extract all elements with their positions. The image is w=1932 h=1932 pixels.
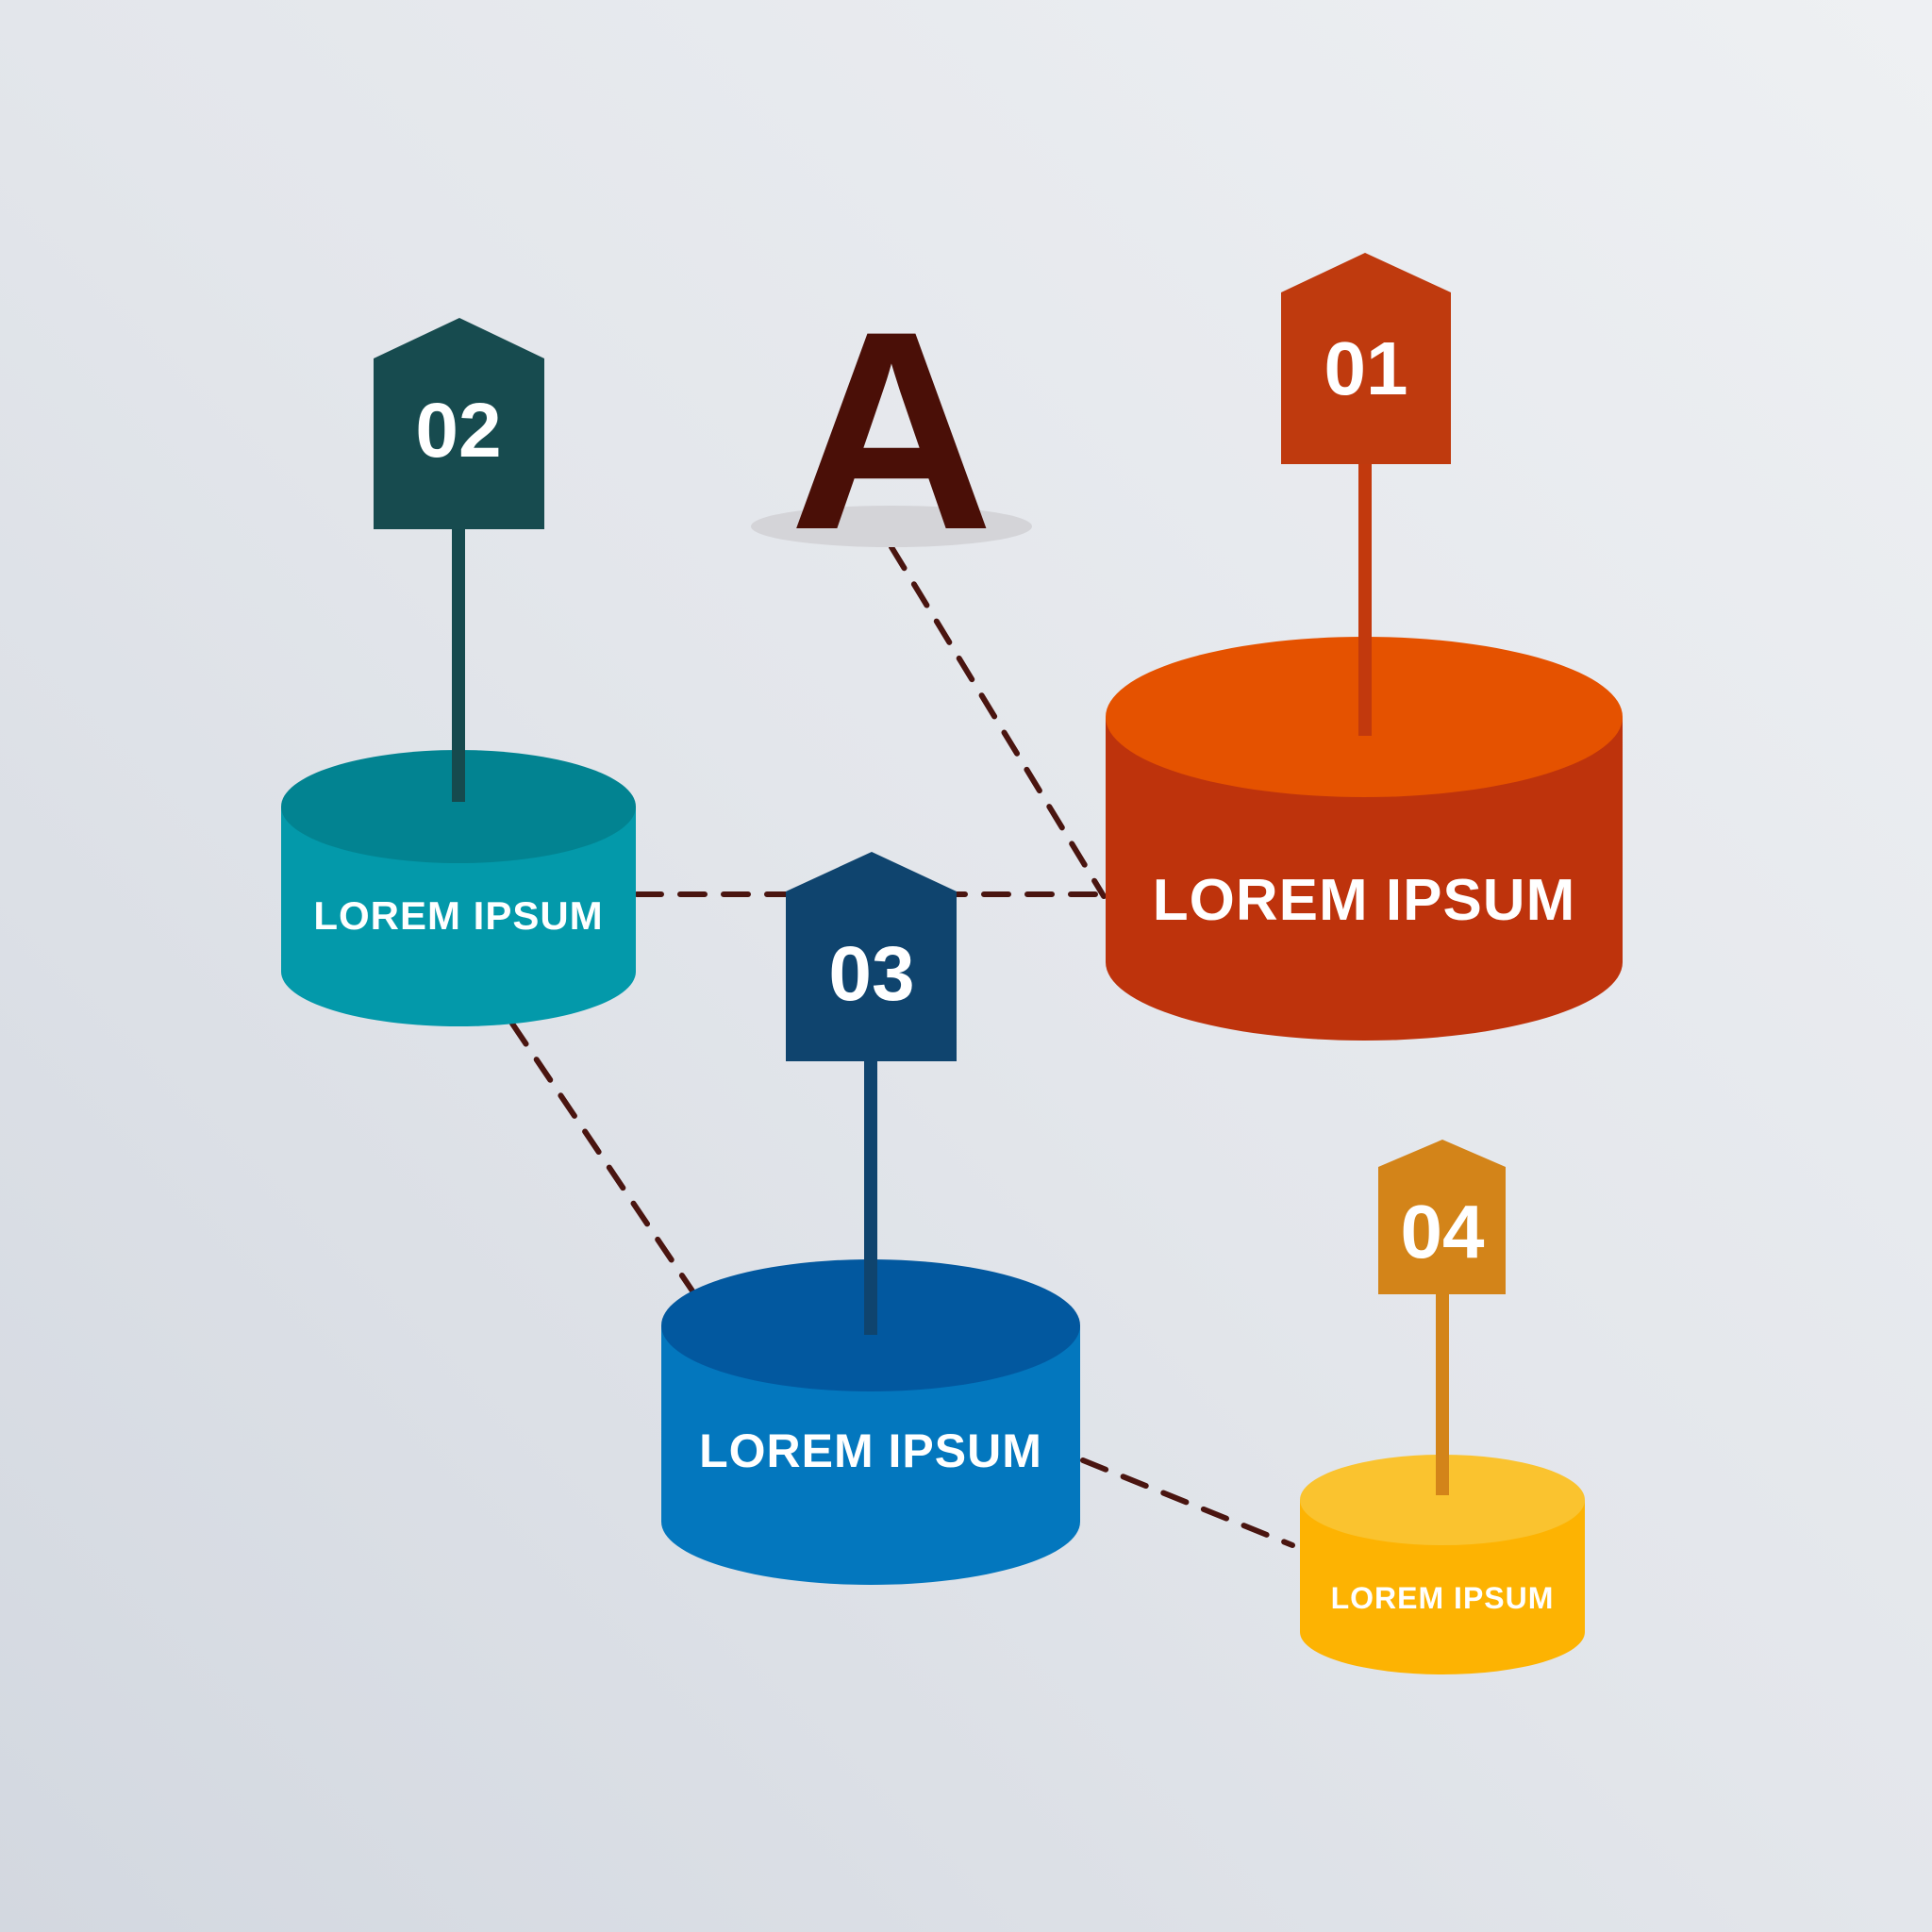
node-04-cylinder-side	[1300, 1500, 1585, 1674]
node-03-pole	[864, 1057, 877, 1335]
node-01-number: 01	[1324, 326, 1408, 410]
node-02-number: 02	[415, 388, 501, 474]
node-04: 04 LOREM IPSUM	[1300, 1140, 1585, 1674]
node-03-flag	[786, 852, 957, 1061]
node-02-cylinder-side	[281, 807, 636, 1026]
node-02-flag	[374, 318, 544, 529]
node-03-label: LOREM IPSUM	[699, 1424, 1042, 1477]
node-03: 03 LOREM IPSUM	[661, 852, 1080, 1585]
node-02-pole	[452, 524, 465, 802]
node-04-cylinder-top	[1300, 1455, 1585, 1545]
node-01-pole	[1358, 453, 1372, 736]
center-letter-group: A	[751, 272, 1032, 589]
node-04-label: LOREM IPSUM	[1331, 1581, 1555, 1615]
node-03-cylinder-side	[661, 1325, 1080, 1585]
node-02: 02 LOREM IPSUM	[281, 318, 636, 1026]
node-02-cylinder-top	[281, 750, 636, 863]
connector-letter-to-01	[889, 544, 1107, 899]
node-04-flag	[1378, 1140, 1506, 1294]
connector-02-to-03	[509, 1021, 696, 1295]
node-01-label: LOREM IPSUM	[1153, 868, 1575, 933]
node-04-pole	[1436, 1288, 1449, 1495]
letter-shadow	[751, 506, 1032, 547]
node-01-flag	[1281, 253, 1451, 464]
node-02-label: LOREM IPSUM	[313, 893, 603, 938]
node-01: 01 LOREM IPSUM	[1106, 253, 1623, 1041]
connector-03-to-04	[1080, 1457, 1295, 1548]
center-letter: A	[790, 272, 994, 589]
node-01-cylinder-side	[1106, 717, 1623, 1041]
node-04-number: 04	[1401, 1190, 1485, 1274]
node-03-number: 03	[828, 931, 914, 1017]
